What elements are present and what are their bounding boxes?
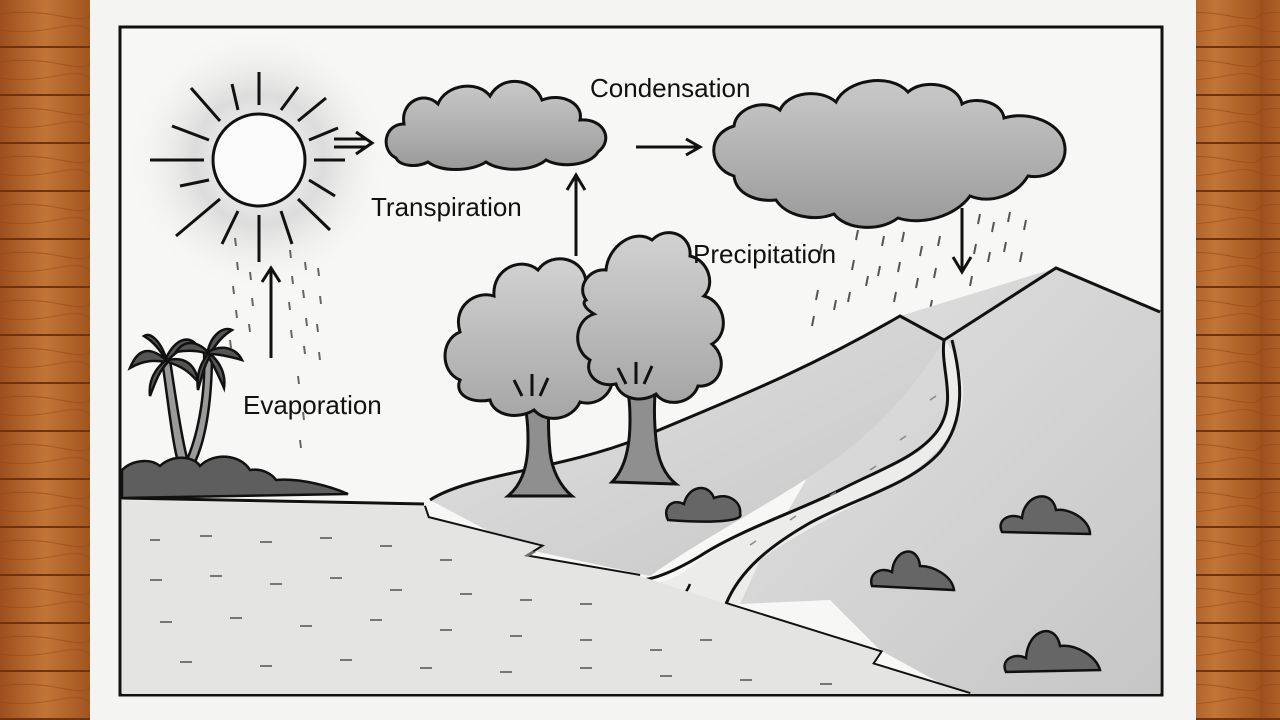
bush-4 [1003, 629, 1102, 674]
bush-3 [869, 550, 956, 592]
bush-1 [665, 486, 742, 523]
transpiration-arrow-icon [565, 172, 587, 256]
mountain-ridge [429, 266, 1161, 502]
sea-waves [150, 535, 832, 685]
sun-icon [150, 72, 345, 262]
cloud-small-icon [384, 79, 608, 171]
river-bank-left [639, 339, 950, 582]
river-bank-right [724, 339, 962, 605]
sun-to-cloud-arrow-icon [334, 130, 375, 156]
palm-trees-icon [127, 327, 245, 466]
hill-left [430, 316, 944, 576]
cloud-to-cloud-arrow-icon [636, 137, 704, 157]
mountain-right [740, 268, 1160, 694]
river [640, 340, 964, 604]
evaporation-arrow-icon [260, 265, 282, 358]
tree-right-icon [576, 231, 725, 486]
bush-2 [999, 495, 1092, 536]
sea [122, 500, 970, 694]
precipitation-arrow-icon [951, 208, 973, 275]
shore-bushes [120, 455, 349, 500]
rain-cloud-icon [712, 79, 1067, 229]
condensation-label: Condensation [590, 73, 751, 103]
evaporation-dashes [229, 237, 322, 449]
tree-left-icon [443, 257, 624, 498]
sea-horizon [121, 496, 425, 506]
river-ripples [749, 395, 937, 546]
transpiration-label: Transpiration [371, 192, 522, 222]
precipitation-label: Precipitation [693, 239, 837, 269]
evaporation-label: Evaporation [243, 390, 382, 420]
rain-drops [811, 211, 1027, 327]
